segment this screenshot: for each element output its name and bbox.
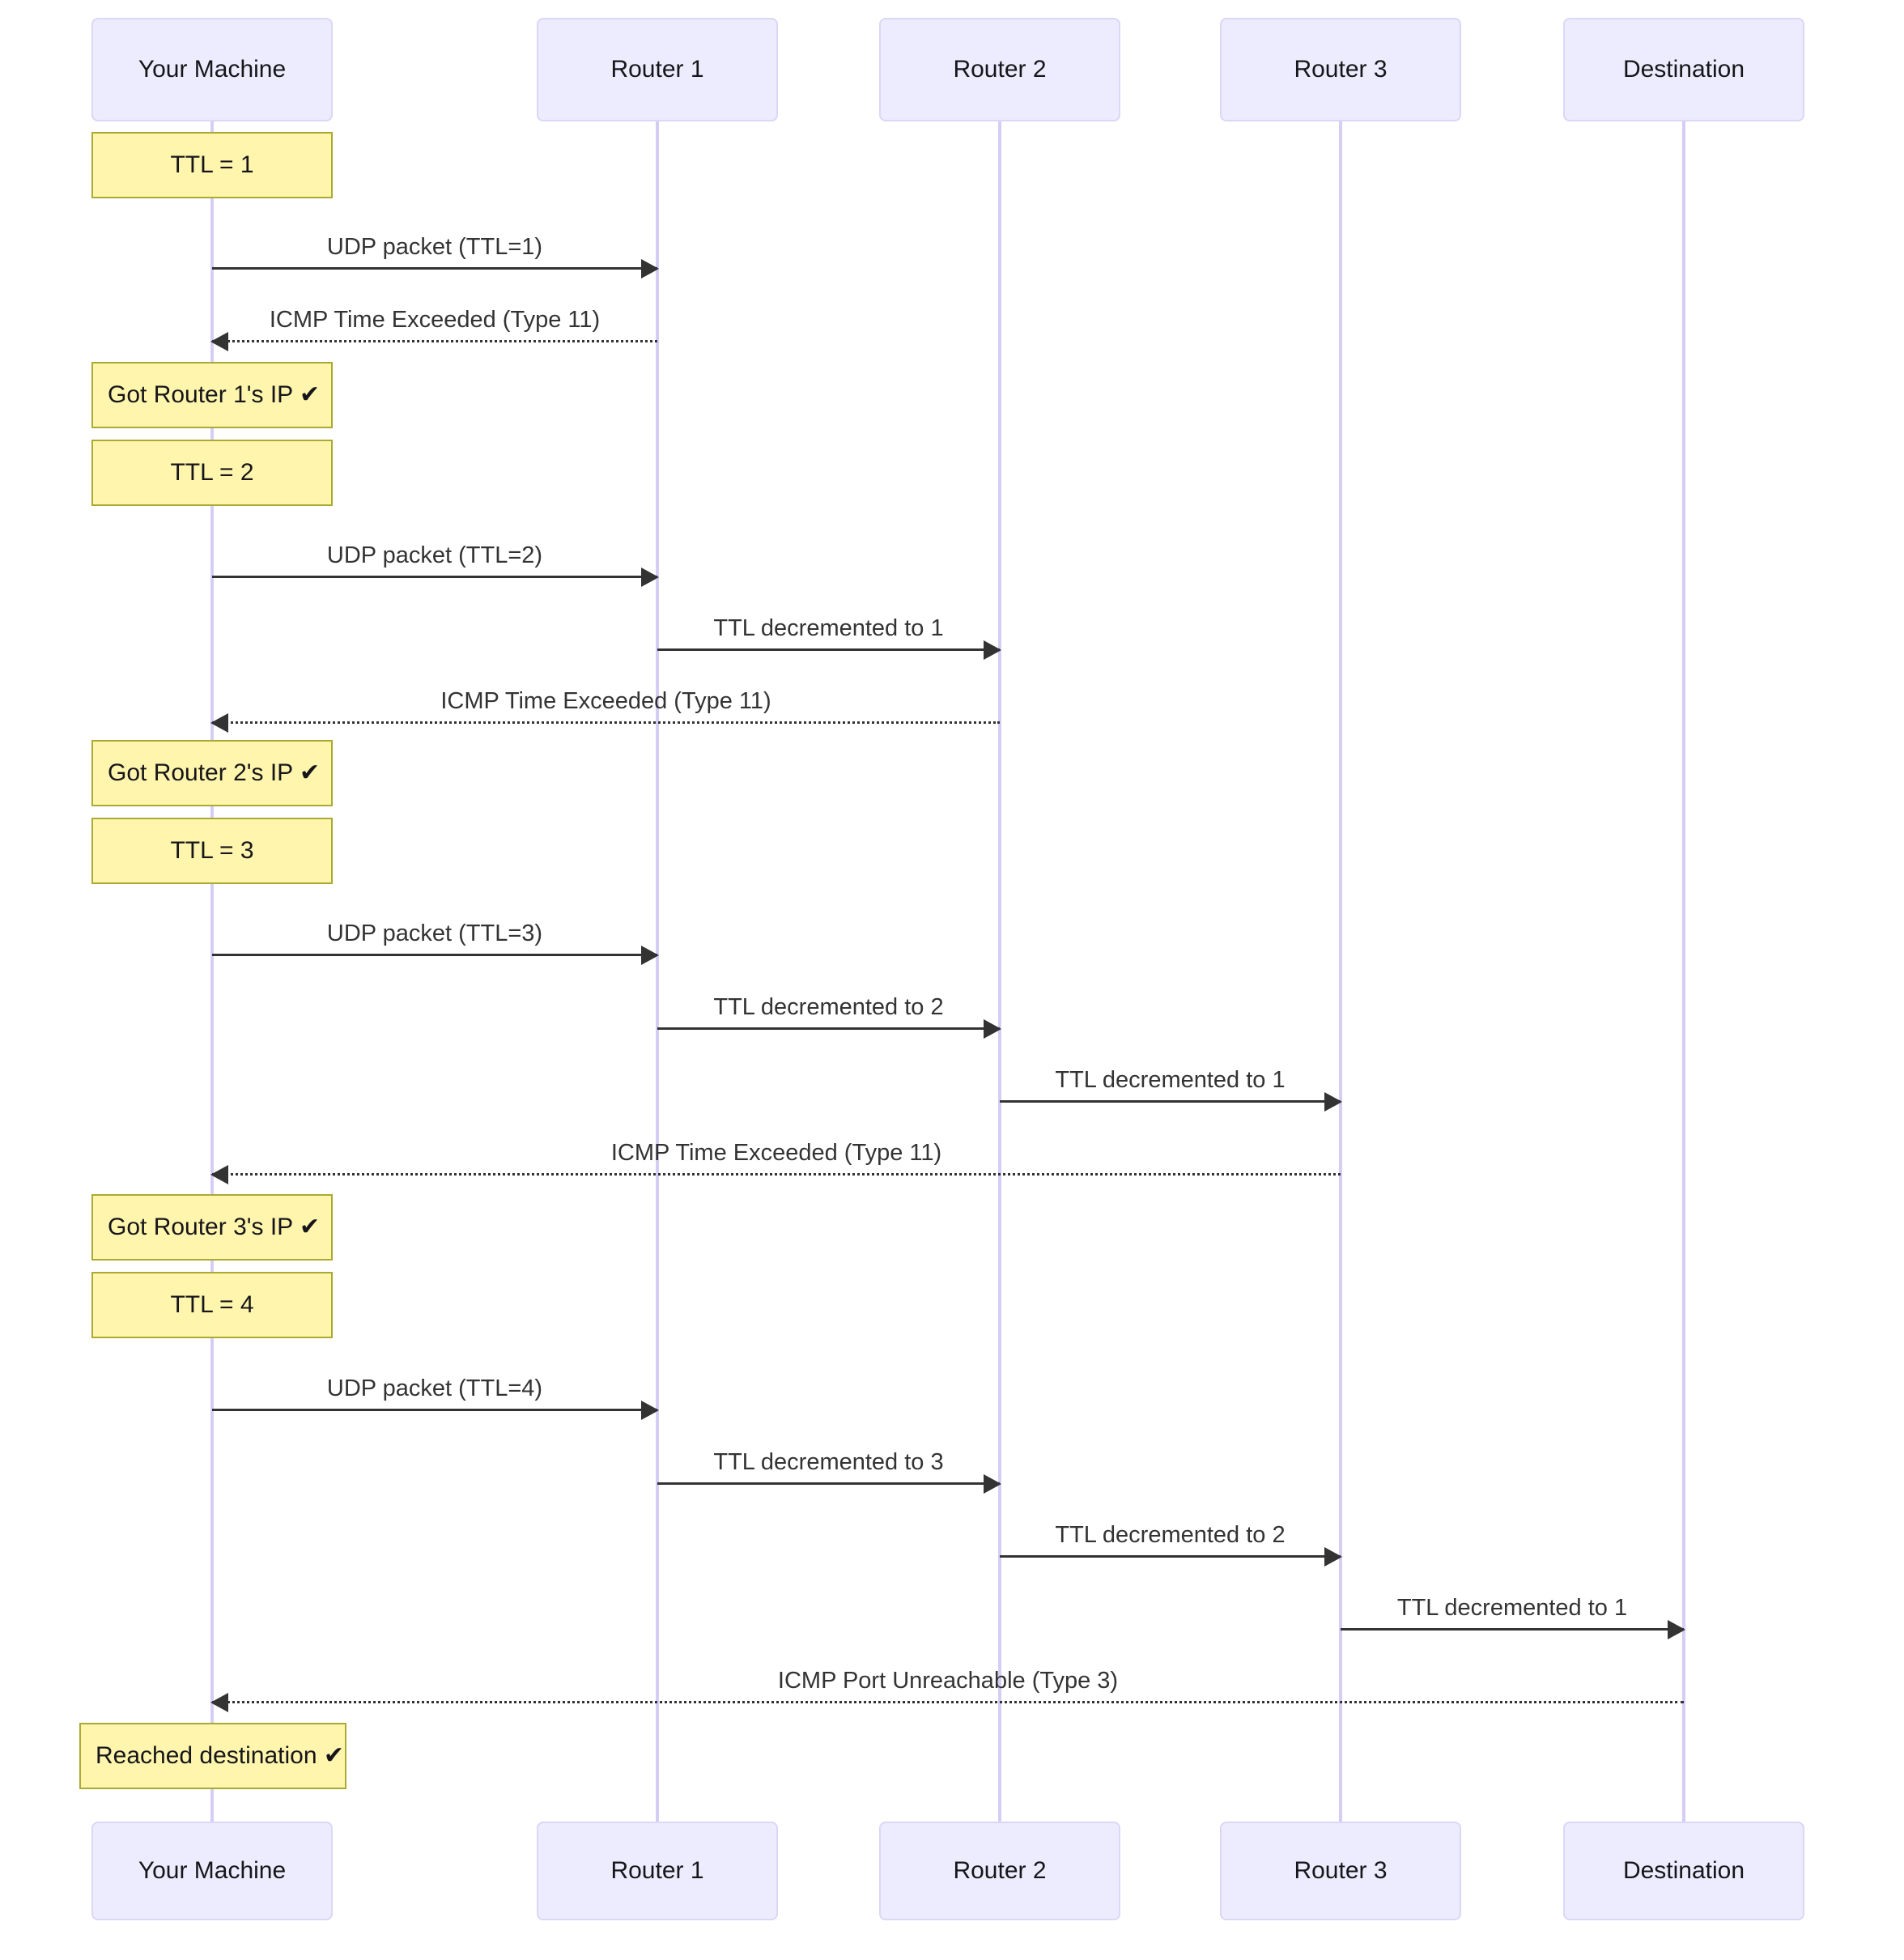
- participant-header-2[interactable]: Router 2: [879, 18, 1120, 121]
- message-line-dotted: [212, 721, 1000, 724]
- message-label: TTL decremented to 3: [713, 1449, 944, 1476]
- note-6: TTL = 4: [91, 1272, 333, 1338]
- message-11: TTL decremented to 2: [1000, 1509, 1342, 1567]
- note-3: Got Router 2's IP ✔: [91, 740, 333, 806]
- message-label: ICMP Time Exceeded (Type 11): [440, 688, 771, 715]
- arrowhead-right-icon: [984, 1474, 1001, 1494]
- message-label: TTL decremented to 1: [1055, 1067, 1286, 1094]
- note-4: TTL = 3: [91, 818, 333, 884]
- participant-footer-4[interactable]: Destination: [1563, 1822, 1804, 1920]
- participant-label: Router 3: [1294, 56, 1388, 83]
- message-line-solid: [212, 576, 657, 578]
- message-13: ICMP Port Unreachable (Type 3): [210, 1655, 1684, 1712]
- participant-label: Your Machine: [138, 56, 287, 83]
- participant-header-4[interactable]: Destination: [1563, 18, 1804, 121]
- message-label: TTL decremented to 2: [713, 994, 944, 1021]
- arrowhead-left-icon: [210, 1165, 228, 1184]
- arrowhead-right-icon: [1324, 1547, 1342, 1567]
- participant-label: Destination: [1622, 56, 1745, 83]
- lifeline-1: [656, 121, 659, 1822]
- participant-header-1[interactable]: Router 1: [537, 18, 778, 121]
- message-label: ICMP Time Exceeded (Type 11): [269, 307, 601, 334]
- participant-label: Router 1: [610, 56, 704, 83]
- arrowhead-right-icon: [641, 946, 659, 965]
- participant-footer-1[interactable]: Router 1: [537, 1822, 778, 1920]
- participant-footer-2[interactable]: Router 2: [879, 1822, 1120, 1920]
- message-line-solid: [657, 648, 1000, 651]
- message-label: TTL decremented to 1: [713, 615, 944, 642]
- lifeline-3: [1339, 121, 1342, 1822]
- arrowhead-right-icon: [984, 1019, 1001, 1039]
- note-7: Reached destination ✔: [79, 1723, 346, 1789]
- message-label: ICMP Time Exceeded (Type 11): [610, 1140, 942, 1167]
- note-text: Got Router 3's IP ✔: [108, 1214, 321, 1240]
- note-1: Got Router 1's IP ✔: [91, 362, 333, 428]
- participant-footer-3[interactable]: Router 3: [1220, 1822, 1461, 1920]
- arrowhead-left-icon: [210, 713, 228, 733]
- lifeline-4: [1682, 121, 1685, 1822]
- message-label: UDP packet (TTL=3): [326, 920, 543, 947]
- arrowhead-right-icon: [1668, 1620, 1685, 1639]
- participant-header-0[interactable]: Your Machine: [91, 18, 333, 121]
- note-text: TTL = 3: [170, 837, 254, 864]
- note-text: Got Router 2's IP ✔: [108, 759, 321, 786]
- participant-label: Destination: [1622, 1857, 1745, 1884]
- message-1: ICMP Time Exceeded (Type 11): [210, 294, 657, 351]
- message-line-solid: [1000, 1100, 1341, 1103]
- message-line-dotted: [212, 340, 657, 342]
- message-7: TTL decremented to 1: [1000, 1054, 1342, 1112]
- note-0: TTL = 1: [91, 132, 333, 198]
- message-line-dotted: [212, 1173, 1341, 1176]
- message-label: TTL decremented to 2: [1055, 1522, 1286, 1549]
- message-line-solid: [212, 1409, 657, 1411]
- participant-label: Router 3: [1294, 1857, 1388, 1884]
- message-12: TTL decremented to 1: [1341, 1582, 1685, 1639]
- arrowhead-right-icon: [984, 640, 1001, 660]
- note-text: Got Router 1's IP ✔: [108, 381, 321, 408]
- message-line-solid: [657, 1027, 1000, 1030]
- message-2: UDP packet (TTL=2): [212, 529, 659, 587]
- message-line-dotted: [212, 1701, 1684, 1703]
- message-label: TTL decremented to 1: [1396, 1595, 1628, 1622]
- note-text: Reached destination ✔: [96, 1742, 345, 1769]
- message-6: TTL decremented to 2: [657, 981, 1001, 1039]
- arrowhead-right-icon: [641, 259, 659, 278]
- message-label: UDP packet (TTL=2): [326, 542, 543, 569]
- note-text: TTL = 4: [170, 1291, 254, 1318]
- note-text: TTL = 1: [170, 151, 254, 178]
- message-line-solid: [212, 267, 657, 270]
- participant-footer-0[interactable]: Your Machine: [91, 1822, 333, 1920]
- message-line-solid: [212, 954, 657, 956]
- arrowhead-right-icon: [1324, 1092, 1342, 1112]
- note-text: TTL = 2: [170, 459, 254, 486]
- message-3: TTL decremented to 1: [657, 602, 1001, 660]
- arrowhead-right-icon: [641, 1401, 659, 1420]
- arrowhead-left-icon: [210, 332, 228, 351]
- message-label: UDP packet (TTL=1): [326, 234, 543, 261]
- participant-header-3[interactable]: Router 3: [1220, 18, 1461, 121]
- message-9: UDP packet (TTL=4): [212, 1363, 659, 1420]
- lifeline-0: [210, 121, 214, 1822]
- message-0: UDP packet (TTL=1): [212, 221, 659, 278]
- participant-label: Router 2: [953, 1857, 1047, 1884]
- message-5: UDP packet (TTL=3): [212, 908, 659, 965]
- note-2: TTL = 2: [91, 440, 333, 506]
- note-5: Got Router 3's IP ✔: [91, 1194, 333, 1261]
- message-line-solid: [657, 1482, 1000, 1485]
- participant-label: Router 2: [953, 56, 1047, 83]
- lifeline-2: [998, 121, 1001, 1822]
- arrowhead-right-icon: [641, 568, 659, 587]
- participant-label: Router 1: [610, 1857, 704, 1884]
- participant-label: Your Machine: [138, 1857, 287, 1884]
- message-line-solid: [1341, 1628, 1684, 1630]
- message-8: ICMP Time Exceeded (Type 11): [210, 1127, 1341, 1184]
- arrowhead-left-icon: [210, 1693, 228, 1712]
- message-10: TTL decremented to 3: [657, 1436, 1001, 1494]
- message-label: ICMP Port Unreachable (Type 3): [777, 1668, 1119, 1694]
- message-4: ICMP Time Exceeded (Type 11): [210, 675, 1000, 733]
- message-line-solid: [1000, 1555, 1341, 1558]
- message-label: UDP packet (TTL=4): [326, 1375, 543, 1402]
